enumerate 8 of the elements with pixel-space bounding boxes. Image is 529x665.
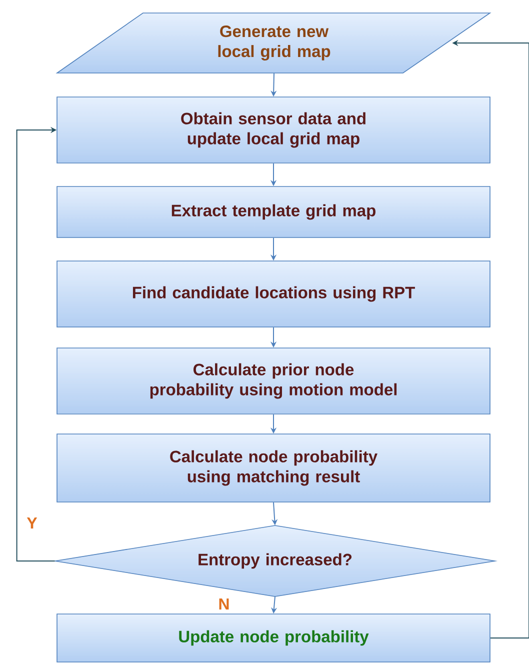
edge-label: Y	[26, 518, 38, 528]
process-box: Calculate prior node probability using motion model	[56, 348, 490, 414]
process-box: Find candidate locations using RPT	[56, 260, 490, 328]
process-box: Update node probability	[56, 614, 490, 662]
process-box: Obtain sensor data and update local grid map	[56, 96, 490, 164]
process-box: Calculate node probability using matching result	[56, 434, 490, 502]
edge-label: N	[219, 598, 229, 610]
process-box: Extract template grid map	[56, 186, 490, 238]
